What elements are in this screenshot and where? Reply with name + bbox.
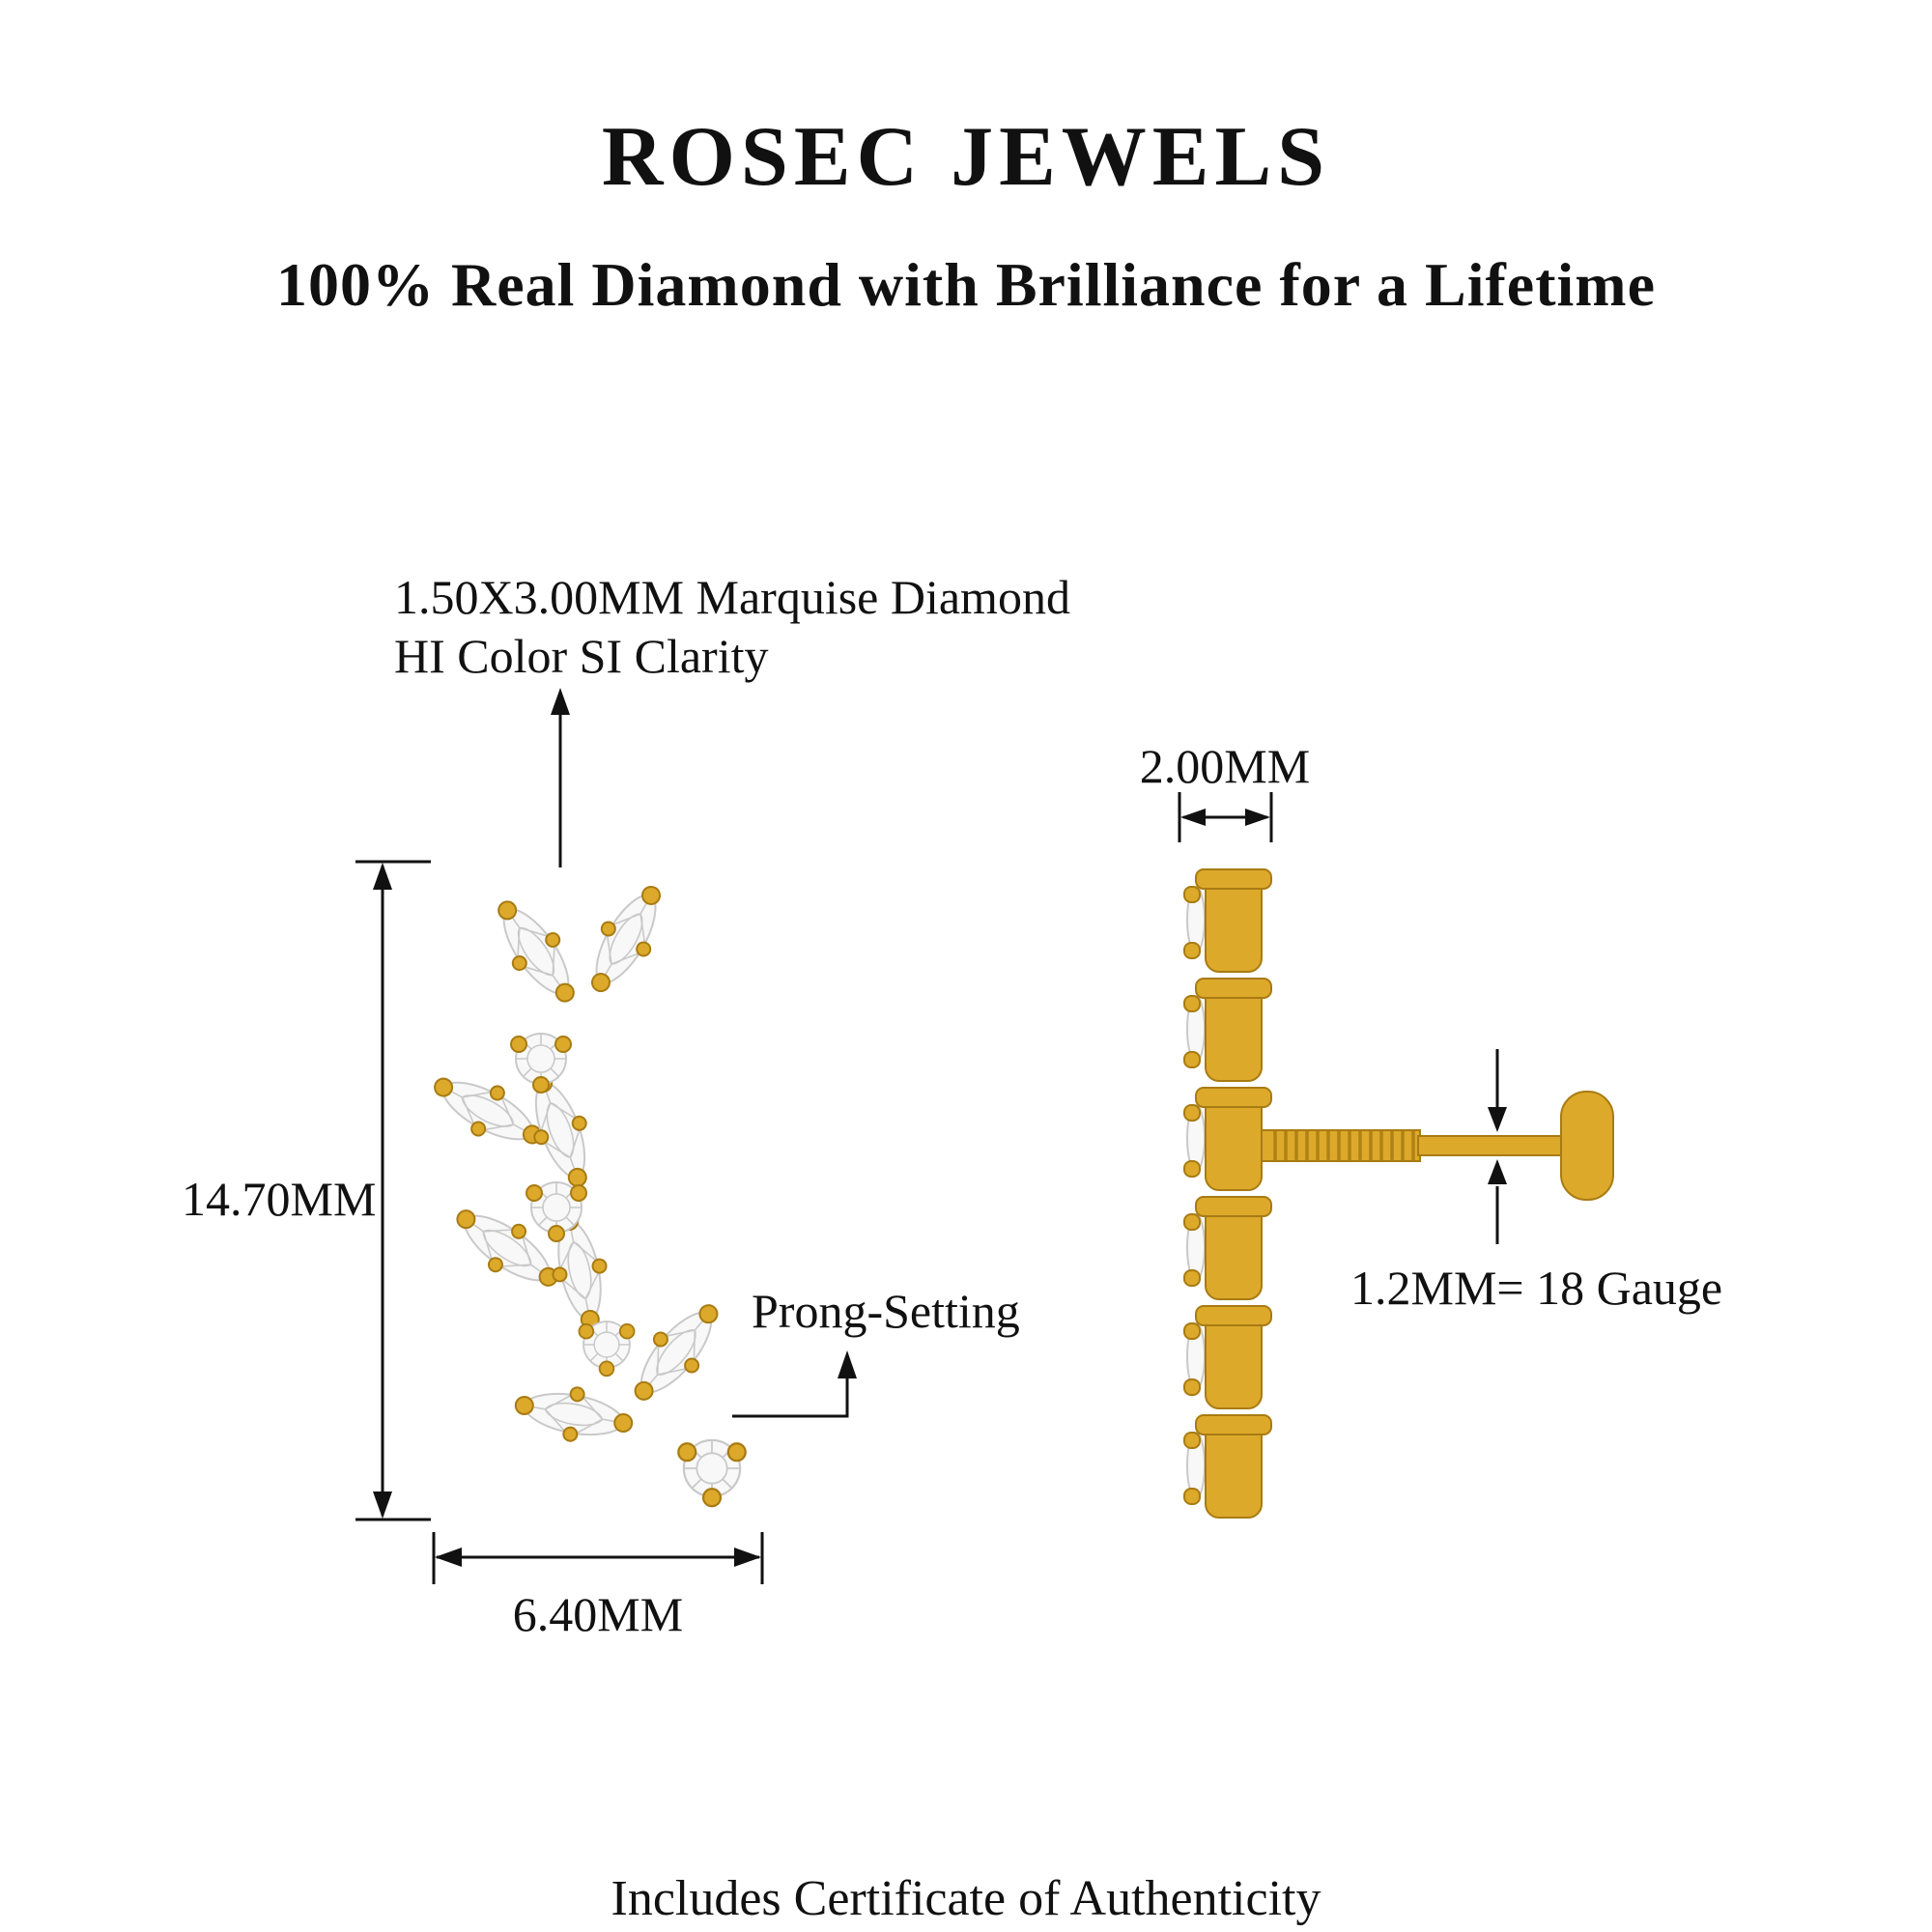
round-diamond: [510, 1033, 572, 1094]
arrow-down-icon: [1488, 1107, 1507, 1132]
gauge-dimension-arrows: [1488, 1049, 1507, 1244]
marquise-diamond: [616, 1289, 736, 1416]
height-dimension-line: [355, 860, 431, 1521]
marquise-diamond: [572, 873, 680, 1005]
width-dimension-label: 6.40MM: [512, 1587, 684, 1641]
height-dimension-label: 14.70MM: [182, 1172, 377, 1226]
earring-side-view: [1183, 868, 1614, 1519]
round-diamond: [677, 1438, 747, 1508]
arrow-down-icon: [373, 1492, 392, 1519]
dimension-lines: [355, 688, 1507, 1584]
prong-setting-label: Prong-Setting: [752, 1284, 1020, 1338]
stone-annotation-line2: HI Color SI Clarity: [394, 629, 769, 683]
brand-title: ROSEC JEWELS: [601, 110, 1331, 204]
earring-front-view: [421, 873, 747, 1508]
gauge-dimension-label: 1.2MM= 18 Gauge: [1350, 1261, 1723, 1315]
arrow-left-icon: [435, 1548, 462, 1567]
arrow-up-icon: [838, 1350, 857, 1378]
thickness-dimension-line: [1178, 792, 1273, 842]
arrow-up-icon: [1488, 1159, 1507, 1184]
arrow-up-icon: [373, 863, 392, 890]
marquise-diamond: [479, 886, 593, 1017]
prong-leader-arrow: [732, 1350, 857, 1418]
tagline: 100% Real Diamond with Brilliance for a …: [276, 250, 1656, 319]
setting-stack: [1183, 868, 1272, 1519]
width-dimension-line: [432, 1532, 764, 1584]
stone-leader-arrow: [551, 688, 570, 867]
arrow-right-icon: [1245, 809, 1270, 826]
flat-back-disc: [1560, 1091, 1614, 1201]
arrow-up-icon: [551, 688, 570, 715]
arrow-right-icon: [734, 1548, 761, 1567]
earring-post: [1261, 1091, 1614, 1201]
screw-threads: [1273, 1130, 1415, 1161]
round-diamond: [578, 1321, 636, 1378]
certificate-note: Includes Certificate of Authenticity: [611, 1871, 1321, 1926]
thickness-dimension-label: 2.00MM: [1139, 739, 1311, 793]
stone-annotation: 1.50X3.00MM Marquise Diamond HI Color SI…: [394, 568, 1070, 686]
marquise-diamond: [510, 1376, 638, 1453]
arrow-left-icon: [1180, 809, 1206, 826]
stone-annotation-line1: 1.50X3.00MM Marquise Diamond: [394, 570, 1070, 624]
